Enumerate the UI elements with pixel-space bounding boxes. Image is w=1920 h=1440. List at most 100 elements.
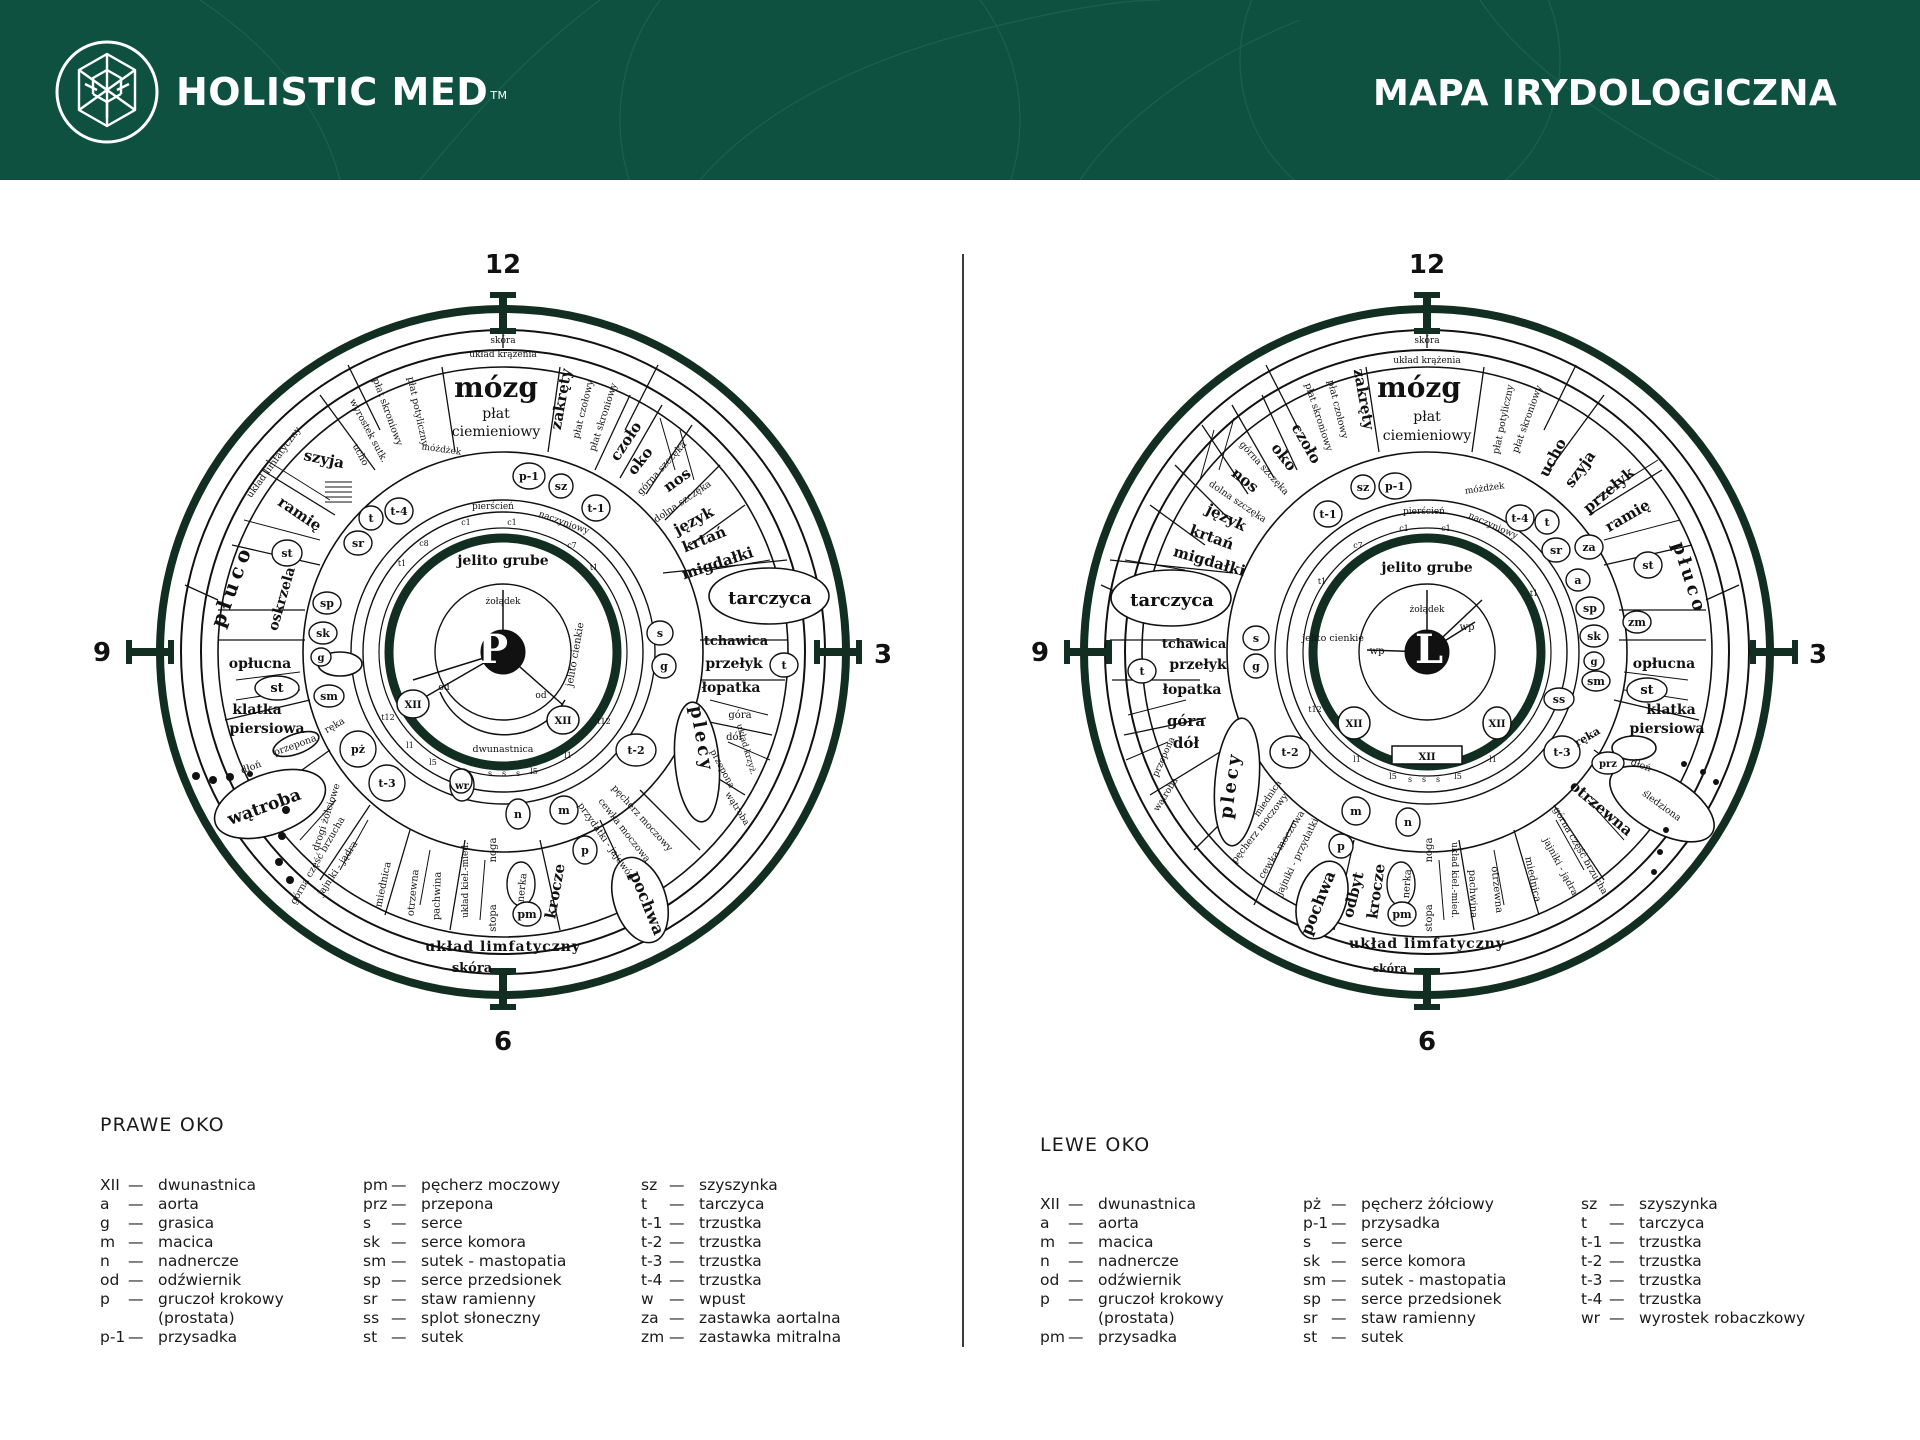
vert-c1a: c1 [461, 518, 471, 527]
label-xii-bottom: XII [1418, 752, 1435, 763]
collarette-ring [1308, 533, 1546, 771]
legend-desc: trzustka [1639, 1290, 1702, 1308]
label-gora: góra [1167, 712, 1205, 730]
label-tarczyca: tarczyca [728, 588, 812, 609]
bubble-g2: g [1252, 660, 1260, 673]
legend-abbr: st [363, 1328, 378, 1346]
bubble-sr: sr [352, 537, 364, 550]
legend-dash: — [128, 1214, 144, 1232]
vert-t1a: t1 [398, 559, 406, 568]
legend-dash: — [1331, 1309, 1347, 1327]
vert-l1a: l1 [406, 741, 414, 750]
brand-text: HOLISTIC MED [176, 70, 489, 114]
legend-row: s—serce [1303, 1233, 1506, 1252]
legend-dash: — [669, 1176, 685, 1194]
label-szyja: szyja [302, 446, 346, 472]
legend-row: sp—serce przedsionek [1303, 1290, 1506, 1309]
vert-s1: s [488, 769, 492, 778]
legend-dash: — [1068, 1233, 1084, 1251]
legend-row: -—(prostata) [1040, 1309, 1224, 1328]
clock-3: 3 [1809, 640, 1827, 670]
legend-dash: — [1331, 1328, 1347, 1346]
legend-abbr: pm [1040, 1328, 1065, 1346]
legend-abbr: t [641, 1195, 648, 1213]
right-eye-stripes [235, 417, 772, 921]
ring-4 [1226, 451, 1628, 853]
legend-abbr: sp [363, 1271, 381, 1289]
trademark-mark: TM [490, 89, 508, 102]
label-pachwina: pachwina [1466, 869, 1479, 918]
ring-5 [350, 499, 656, 805]
vert-s2: s [502, 769, 506, 778]
legend-desc: staw ramienny [1361, 1309, 1476, 1327]
bubble-t1: t-1 [587, 502, 604, 515]
label-przelyk: przełyk [705, 656, 763, 672]
legend-row: prz—przepona [363, 1195, 566, 1214]
holistic-med-logo-icon [55, 40, 159, 144]
legend-abbr: p-1 [1303, 1214, 1329, 1232]
legend-desc: sutek - mastopatia [421, 1252, 567, 1270]
legend-row: sm—sutek - mastopatia [363, 1252, 566, 1271]
legend-dash: — [1331, 1233, 1347, 1251]
label-reka: ręka [1572, 724, 1602, 749]
legend-row: ss—splot słoneczny [363, 1309, 566, 1328]
legend-dash: — [1331, 1252, 1347, 1270]
legend-row: od—odźwiernik [100, 1271, 284, 1290]
bubble-zm: zm [1628, 616, 1646, 629]
bubble-za: za [1582, 541, 1595, 554]
legend-row: t-2—trzustka [641, 1233, 841, 1252]
legend-abbr: n [1040, 1252, 1050, 1270]
legend-row: p—gruczoł krokowy [1040, 1290, 1224, 1309]
legend-dash: — [1609, 1233, 1625, 1251]
legend-dash: — [1068, 1252, 1084, 1270]
legend-row: n—nadnercze [1040, 1252, 1224, 1271]
legend-row: -—(prostata) [100, 1309, 284, 1328]
label-lopatka: łopatka [702, 680, 761, 696]
legend-desc: serce przedsionek [421, 1271, 562, 1289]
legend-row: a—aorta [100, 1195, 284, 1214]
legend-desc: trzustka [1639, 1233, 1702, 1251]
vert-l5a: l5 [1389, 772, 1397, 781]
label-xii-left: XII [1345, 719, 1362, 730]
label-mozg: mózg [454, 371, 538, 404]
legend-abbr: t [1581, 1214, 1588, 1232]
legend-dash: — [128, 1233, 144, 1251]
right-eye-ovals [213, 567, 830, 944]
label-oskrzela: oskrzela [265, 565, 298, 632]
bubble-pm: pm [1392, 908, 1412, 921]
legend-row: t-3—trzustka [641, 1252, 841, 1271]
legend-dash: — [391, 1252, 407, 1270]
legend-row: sr—staw ramienny [1303, 1309, 1506, 1328]
legend-desc: tarczyca [1639, 1214, 1705, 1232]
legend-row: zm—zastawka mitralna [641, 1328, 841, 1347]
bubble-st2: st [270, 681, 283, 696]
legend-dash: — [1609, 1271, 1625, 1289]
label-plat: płat [1413, 409, 1441, 425]
vert-l1b: l1 [564, 751, 572, 760]
legend-abbr: XII [1040, 1195, 1060, 1213]
label-zakrety: zakręty [1350, 367, 1379, 432]
legend-desc: zastawka mitralna [699, 1328, 842, 1346]
vert-l1a: l1 [1353, 755, 1361, 764]
legend-dash: — [391, 1195, 407, 1213]
label-reka: ręka [323, 716, 347, 736]
legend-dash: — [391, 1176, 407, 1194]
legend-row: pm—przysadka [1040, 1328, 1224, 1347]
vert-c7: c7 [1353, 541, 1363, 550]
vert-l5b: l5 [1454, 772, 1462, 781]
legend-abbr: wr [1581, 1309, 1601, 1327]
legend-row: t-2—trzustka [1581, 1252, 1805, 1271]
bubble-t1: t-1 [1319, 508, 1336, 521]
legend-abbr: m [1040, 1233, 1056, 1251]
right-eye-clock-ticks [126, 292, 862, 1010]
bubble-sm: sm [320, 690, 338, 703]
legend-desc: przysadka [1361, 1214, 1441, 1232]
vert-c1a: c1 [1399, 524, 1409, 533]
label-pierscien: pierścień [1403, 506, 1445, 517]
legend-dash: — [1609, 1309, 1625, 1327]
label-klatka: klatka [232, 702, 281, 718]
label-mozdzek: móżdżek [421, 441, 463, 458]
